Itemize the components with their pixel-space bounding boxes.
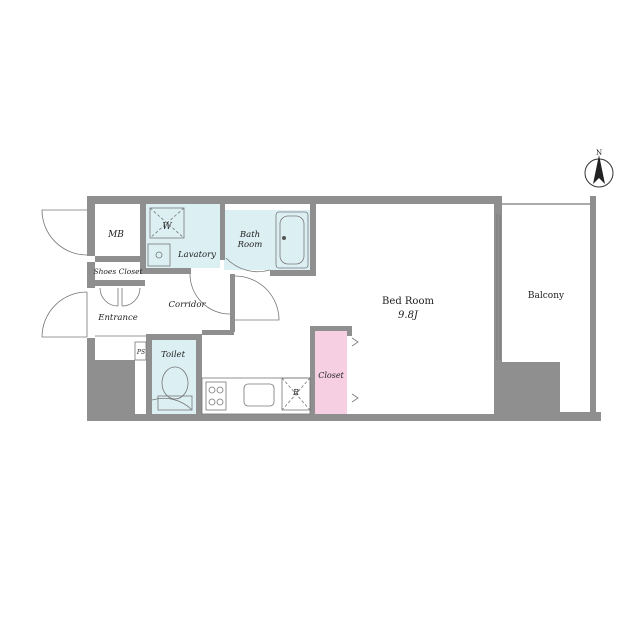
room-label-lavatory: Lavatory xyxy=(177,250,216,260)
room-label-corridor: Corridor xyxy=(168,300,206,310)
room-label-shoes-closet: Shoes Closet xyxy=(93,267,143,276)
room-label-mb: MB xyxy=(107,230,124,240)
bath-room-area xyxy=(224,210,312,270)
toilet-area xyxy=(152,340,196,416)
room-label-bath-line2: Room xyxy=(237,240,263,250)
walls xyxy=(87,196,601,421)
north-compass-icon xyxy=(584,155,614,188)
room-label-bed-room-size: 9.8J xyxy=(398,310,419,321)
doors xyxy=(41,209,280,411)
room-label-bed-room: Bed Room xyxy=(382,296,434,307)
compass-north-label: N xyxy=(596,149,602,157)
room-label-ps: PS xyxy=(136,349,145,356)
room-label-r: R xyxy=(292,388,299,397)
room-label-bath-line1: Bath xyxy=(239,230,260,240)
lavatory-area xyxy=(146,204,220,268)
fixtures xyxy=(95,203,590,415)
room-label-entrance: Entrance xyxy=(97,313,138,323)
room-label-balcony: Balcony xyxy=(528,291,565,301)
room-label-w: W xyxy=(162,222,172,232)
closet-area xyxy=(314,331,347,414)
room-label-closet: Closet xyxy=(318,371,344,380)
room-label-toilet: Toilet xyxy=(161,350,186,360)
